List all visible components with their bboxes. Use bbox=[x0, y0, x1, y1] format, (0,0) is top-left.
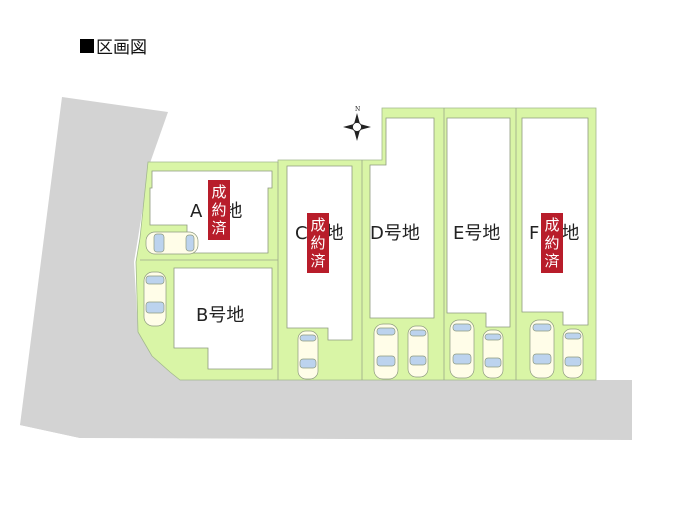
lot-dividers bbox=[140, 108, 517, 380]
sold-badge: 成約済 bbox=[541, 213, 563, 273]
building-B bbox=[173, 267, 273, 370]
compass-north-label: N bbox=[355, 106, 361, 113]
car-icon bbox=[449, 319, 475, 379]
car-icon bbox=[529, 319, 555, 379]
building-E bbox=[446, 117, 511, 328]
lot-label-B[interactable]: B号地 bbox=[196, 305, 245, 326]
title-text: 区画図 bbox=[96, 38, 147, 58]
page-title: 区画図 bbox=[80, 33, 147, 58]
car-icon bbox=[562, 328, 584, 379]
car-icon bbox=[482, 329, 504, 379]
lot-label-D[interactable]: D号地 bbox=[370, 223, 420, 244]
road-west bbox=[20, 97, 170, 438]
cars bbox=[143, 231, 584, 380]
car-icon bbox=[407, 325, 429, 378]
car-icon bbox=[373, 323, 399, 380]
title-square-icon bbox=[80, 38, 94, 53]
car-icon bbox=[145, 231, 199, 255]
sold-badge: 成約済 bbox=[307, 213, 329, 273]
building-D bbox=[369, 117, 435, 319]
car-icon bbox=[143, 271, 167, 327]
car-icon bbox=[297, 330, 319, 380]
lot-label-E[interactable]: E号地 bbox=[453, 223, 501, 244]
buildings bbox=[149, 117, 589, 370]
sold-badge: 成約済 bbox=[208, 180, 230, 240]
compass-rose-icon bbox=[343, 113, 371, 141]
